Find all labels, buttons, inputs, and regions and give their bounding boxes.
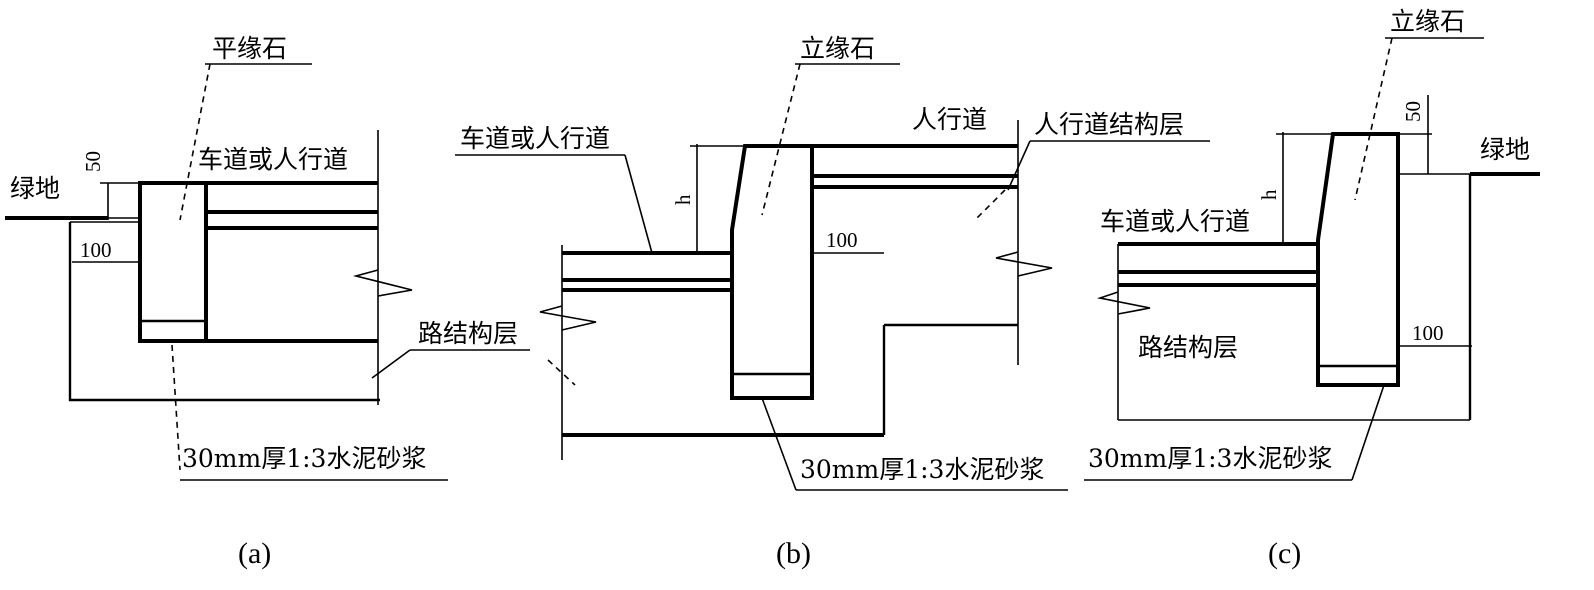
sidewalk-structure-label: 人行道结构层 <box>1034 110 1184 139</box>
mortar-label: 30mm厚1:3水泥砂浆 <box>182 444 426 473</box>
flat-curb-stone <box>138 181 208 343</box>
sidewalk-label: 人行道 <box>912 105 987 134</box>
curb-leader-c <box>1354 37 1393 201</box>
flat-curb-label: 平缘石 <box>212 34 287 63</box>
road-label-b: 车道或人行道 <box>460 124 610 153</box>
dim-100-label-c: 100 <box>1412 321 1444 345</box>
panel-c: h 50 100 立缘石 绿地 车道或人行道 路结构层 30mm厚1:3水泥砂浆… <box>1084 7 1540 570</box>
mortar-leader-b <box>761 397 797 491</box>
dim-100-label-b: 100 <box>826 228 858 252</box>
structure-label: 路结构层 <box>418 319 518 348</box>
excavation-outline <box>68 222 380 402</box>
road-label: 车道或人行道 <box>198 145 348 174</box>
panel-b: h 100 立缘石 车道或人行道 人行道 人行道结构层 30mm厚1:3水泥砂浆… <box>455 34 1210 570</box>
panel-a: 50 100 平缘石 绿地 车道或人行道 路结构层 30mm厚1:3水泥砂浆 (… <box>5 34 530 570</box>
curb-leader-b <box>761 63 801 216</box>
dim-h-label: h <box>671 194 695 205</box>
vertical-curb-label: 立缘石 <box>800 34 875 63</box>
curb-leader <box>179 63 211 221</box>
break-mark-right <box>995 251 1053 277</box>
dim-50-label: 50 <box>81 151 105 172</box>
break-mark-c <box>1096 291 1151 315</box>
dim-100-label: 100 <box>80 238 112 262</box>
mortar-label-c: 30mm厚1:3水泥砂浆 <box>1088 444 1332 473</box>
caption-c: (c) <box>1268 537 1301 570</box>
structure-label-c: 路结构层 <box>1138 333 1238 362</box>
caption-a: (a) <box>238 537 271 570</box>
mortar-leader <box>171 344 181 471</box>
break-mark-left <box>539 305 597 331</box>
green-label: 绿地 <box>10 174 60 203</box>
vertical-curb-stone-c <box>1316 132 1400 387</box>
road-label-c: 车道或人行道 <box>1100 207 1250 236</box>
dim-h-label-c: h <box>1257 189 1281 200</box>
caption-b: (b) <box>776 537 811 570</box>
vertical-curb-label-c: 立缘石 <box>1390 7 1465 36</box>
dim-50-label-c: 50 <box>1401 101 1425 122</box>
mortar-leader-c <box>1351 384 1385 481</box>
vertical-curb-stone <box>730 144 814 400</box>
mortar-label-b: 30mm厚1:3水泥砂浆 <box>800 455 1044 484</box>
break-mark <box>352 269 413 297</box>
green-label-c: 绿地 <box>1480 135 1530 164</box>
